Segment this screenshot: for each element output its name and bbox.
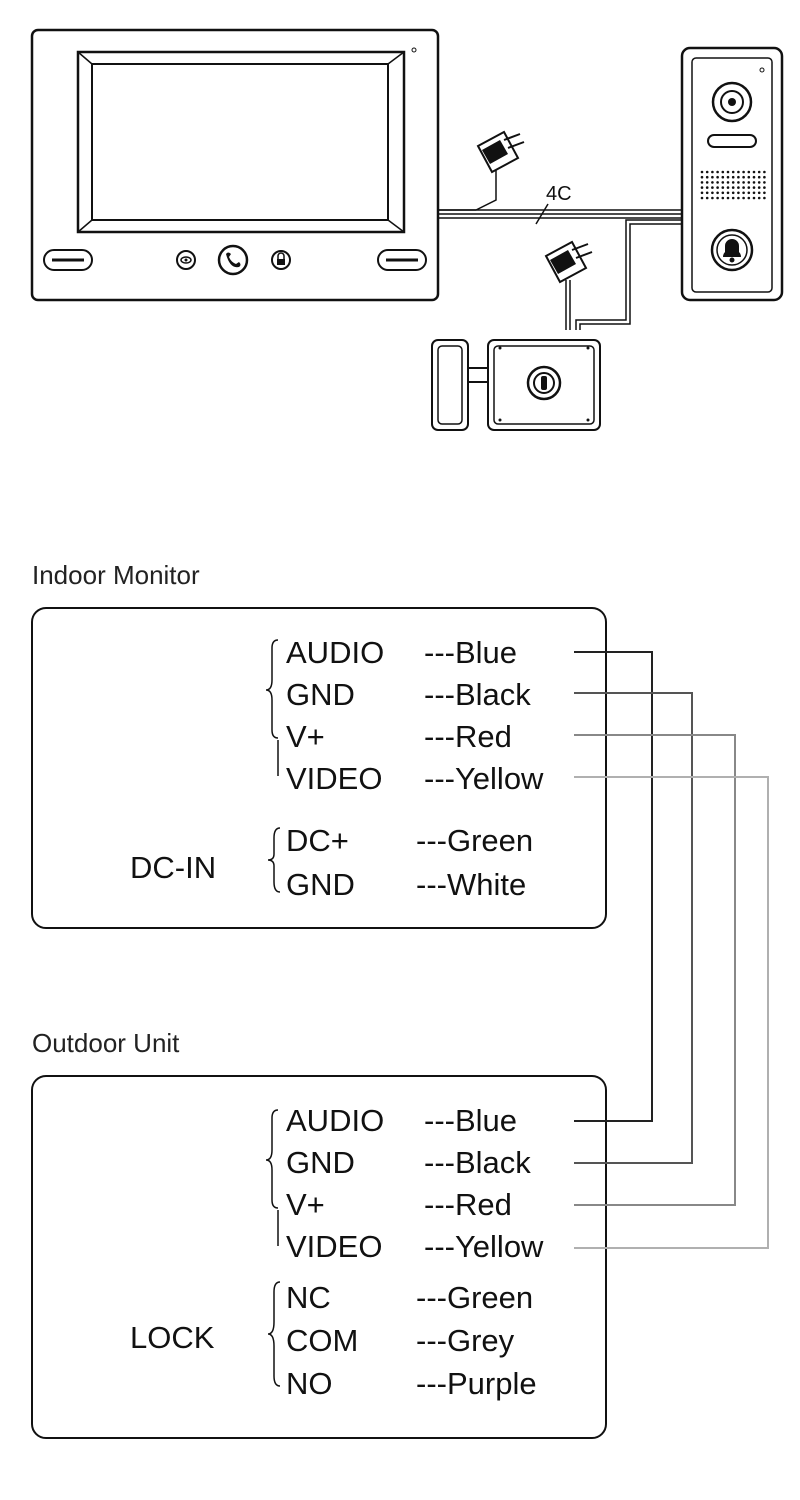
- indoor-signal-pin-name: VIDEO: [286, 761, 382, 796]
- electric-lock-illustration: [431, 339, 601, 431]
- outdoor-signal-wire-color: ---Black: [424, 1145, 531, 1180]
- monitor-eye-icon: [176, 250, 196, 270]
- indoor-signal-wire-color: ---Yellow: [424, 761, 544, 796]
- outdoor-signal-wire-color: ---Yellow: [424, 1229, 544, 1264]
- indoor-power-wire-color: ---Green: [416, 823, 533, 858]
- outdoor-signal-pin-name: V+: [286, 1187, 325, 1222]
- outdoor-unit-box: [31, 1075, 607, 1439]
- outdoor-signal-wire-color: ---Blue: [424, 1103, 517, 1138]
- outdoor-lock-pin-name: NC: [286, 1280, 331, 1315]
- connection-line: [574, 734, 736, 1206]
- lock-brace: [267, 1281, 281, 1387]
- indoor-power-wire-color: ---White: [416, 867, 526, 902]
- outdoor-signal-pin-name: VIDEO: [286, 1229, 382, 1264]
- monitor-unlock-icon: [271, 250, 291, 270]
- connection-line: [574, 651, 653, 1122]
- dc-in-label: DC-IN: [130, 850, 216, 885]
- bell-icon: [710, 228, 754, 272]
- outdoor-unit-title: Outdoor Unit: [32, 1028, 180, 1058]
- connection-line: [574, 692, 693, 1164]
- indoor-signal-wire-color: ---Black: [424, 677, 531, 712]
- outdoor-signal-pin-name: AUDIO: [286, 1103, 384, 1138]
- connection-lines: [574, 651, 769, 1249]
- cable-label: 4C: [546, 183, 572, 205]
- cable-4c: 4C: [438, 183, 682, 225]
- outdoor-signal-wire-color: ---Red: [424, 1187, 512, 1222]
- indoor-signal-brace: [265, 639, 279, 776]
- lock-label: LOCK: [130, 1320, 215, 1355]
- indoor-signal-wire-color: ---Red: [424, 719, 512, 754]
- indoor-power-pin-name: DC+: [286, 823, 349, 858]
- wiring-diagram: Indoor Monitor AUDIO---BlueGND---BlackV+…: [31, 560, 769, 1439]
- indoor-power-pin-name: GND: [286, 867, 355, 902]
- connection-line: [574, 776, 769, 1249]
- outdoor-lock-wire-color: ---Grey: [416, 1323, 515, 1358]
- indoor-monitor-title: Indoor Monitor: [32, 560, 200, 590]
- indoor-power-brace: [267, 827, 281, 893]
- outdoor-lock-pin-name: COM: [286, 1323, 358, 1358]
- lock-cylinder-icon: [526, 365, 562, 401]
- monitor-power-adapter-icon: [438, 130, 525, 211]
- indoor-monitor-illustration: [30, 28, 440, 302]
- outdoor-lock-pin-name: NO: [286, 1366, 333, 1401]
- indoor-signal-pin-name: V+: [286, 719, 325, 754]
- indoor-monitor-box: [31, 607, 607, 929]
- lock-power-adapter-icon: [544, 240, 593, 330]
- outdoor-signal-brace: [265, 1109, 279, 1246]
- speaker-grille: [700, 170, 766, 200]
- outdoor-signal-pin-name: GND: [286, 1145, 355, 1180]
- indoor-signal-wire-color: ---Blue: [424, 635, 517, 670]
- outdoor-unit-illustration: [680, 46, 784, 302]
- indoor-signal-pin-name: GND: [286, 677, 355, 712]
- indoor-signal-pin-name: AUDIO: [286, 635, 384, 670]
- camera-icon: [711, 81, 753, 123]
- outdoor-lock-wire-color: ---Green: [416, 1280, 533, 1315]
- system-illustration: 4C: [30, 28, 784, 431]
- monitor-call-icon: [217, 244, 249, 276]
- outdoor-lock-wire-color: ---Purple: [416, 1366, 537, 1401]
